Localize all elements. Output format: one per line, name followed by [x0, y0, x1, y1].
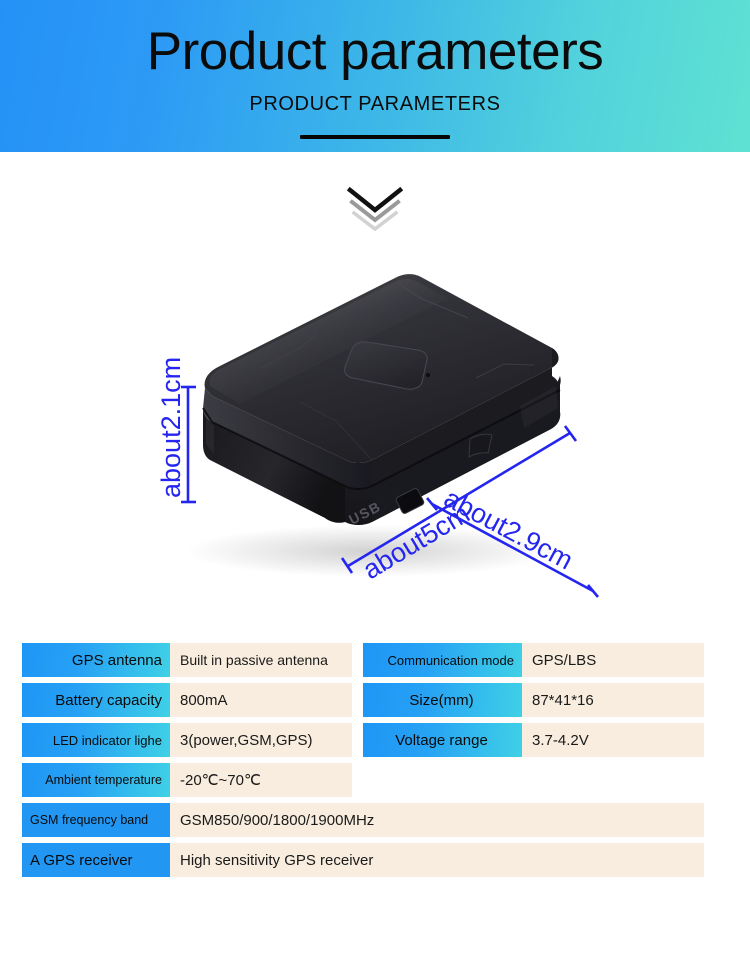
page-subtitle: PRODUCT PARAMETERS — [249, 93, 501, 115]
dimension-width — [340, 425, 578, 574]
spec-label-size: Size(mm) — [363, 683, 522, 717]
table-row: GSM frequency band GSM850/900/1800/1900M… — [22, 803, 704, 837]
spec-label-gps-antenna: GPS antenna — [22, 643, 170, 677]
spec-value-battery-capacity: 800mA — [170, 683, 352, 717]
spec-label-a-gps-receiver: A GPS receiver — [22, 843, 170, 877]
spec-pair-left: LED indicator lighe 3(power,GSM,GPS) — [22, 723, 352, 757]
spec-value-ambient-temperature: -20℃~70℃ — [170, 763, 352, 797]
spec-label-ambient-temperature: Ambient temperature — [22, 763, 170, 797]
table-row: A GPS receiver High sensitivity GPS rece… — [22, 843, 704, 877]
spec-value-gsm-frequency-band: GSM850/900/1800/1900MHz — [170, 803, 704, 837]
product-illustration: USB about2.9cm about2.1cm — [0, 236, 750, 606]
spec-label-battery-capacity: Battery capacity — [22, 683, 170, 717]
spec-value-size: 87*41*16 — [522, 683, 704, 717]
page-title: Product parameters — [146, 22, 604, 81]
dimension-height — [181, 385, 196, 504]
spec-label-communication-mode: Communication mode — [363, 643, 522, 677]
spec-pair-left: Battery capacity 800mA — [22, 683, 352, 717]
spec-label-gsm-frequency-band: GSM frequency band — [22, 803, 170, 837]
header-banner: Product parameters PRODUCT PARAMETERS — [0, 0, 750, 152]
table-row: GPS antenna Built in passive antenna Com… — [22, 643, 704, 677]
table-row: LED indicator lighe 3(power,GSM,GPS) Vol… — [22, 723, 704, 757]
title-underline — [300, 135, 450, 139]
spec-pair-right: Size(mm) 87*41*16 — [363, 683, 704, 717]
spec-value-gps-antenna: Built in passive antenna — [170, 643, 352, 677]
table-row: Ambient temperature -20℃~70℃ — [22, 763, 704, 797]
spec-pair-right: Voltage range 3.7-4.2V — [363, 723, 704, 757]
spec-table: GPS antenna Built in passive antenna Com… — [22, 643, 704, 883]
spec-pair-right: Communication mode GPS/LBS — [363, 643, 704, 677]
table-row: Battery capacity 800mA Size(mm) 87*41*16 — [22, 683, 704, 717]
spec-value-a-gps-receiver: High sensitivity GPS receiver — [170, 843, 704, 877]
spec-value-communication-mode: GPS/LBS — [522, 643, 704, 677]
spec-value-led-indicator: 3(power,GSM,GPS) — [170, 723, 352, 757]
spec-value-voltage-range: 3.7-4.2V — [522, 723, 704, 757]
spec-label-voltage-range: Voltage range — [363, 723, 522, 757]
spec-label-led-indicator: LED indicator lighe — [22, 723, 170, 757]
spec-pair-left: GPS antenna Built in passive antenna — [22, 643, 352, 677]
dimension-depth — [426, 497, 599, 598]
double-chevron-down-icon — [344, 186, 406, 232]
dimension-height-label: about2.1cm — [156, 357, 186, 498]
